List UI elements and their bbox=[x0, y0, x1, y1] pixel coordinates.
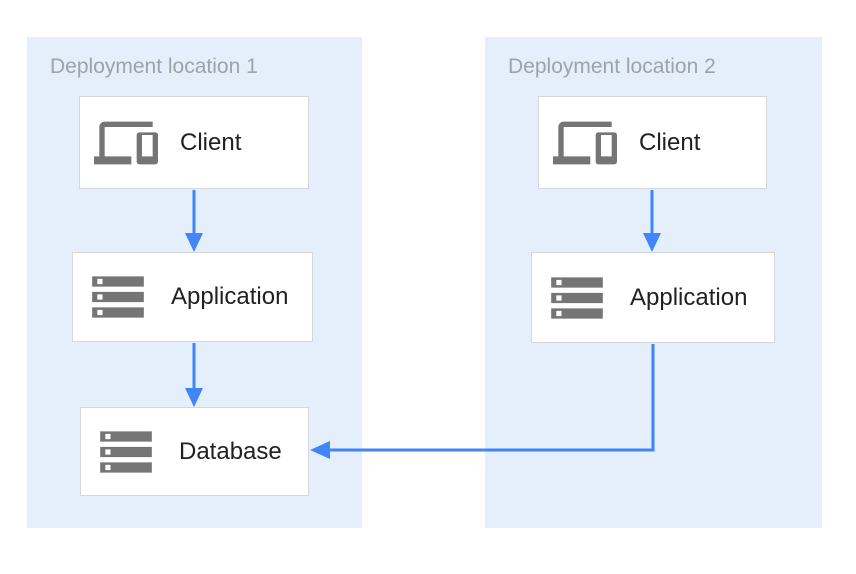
node-label: Application bbox=[171, 283, 289, 310]
storage-icon bbox=[92, 276, 144, 318]
node-label: Client bbox=[639, 128, 701, 156]
node-client-2: Client bbox=[538, 96, 767, 189]
zone-1-title: Deployment location 1 bbox=[50, 55, 258, 78]
zone-2-title: Deployment location 2 bbox=[508, 55, 716, 78]
devices-icon bbox=[94, 121, 158, 164]
node-label: Database bbox=[179, 437, 282, 465]
devices-icon bbox=[553, 121, 617, 164]
node-application-1: Application bbox=[72, 252, 313, 342]
node-application-2: Application bbox=[531, 252, 775, 343]
node-database-1: Database bbox=[80, 407, 309, 496]
storage-icon bbox=[100, 430, 152, 473]
node-label: Application bbox=[630, 283, 748, 311]
node-label: Client bbox=[180, 128, 242, 156]
node-client-1: Client bbox=[79, 96, 309, 189]
storage-icon bbox=[551, 276, 603, 319]
